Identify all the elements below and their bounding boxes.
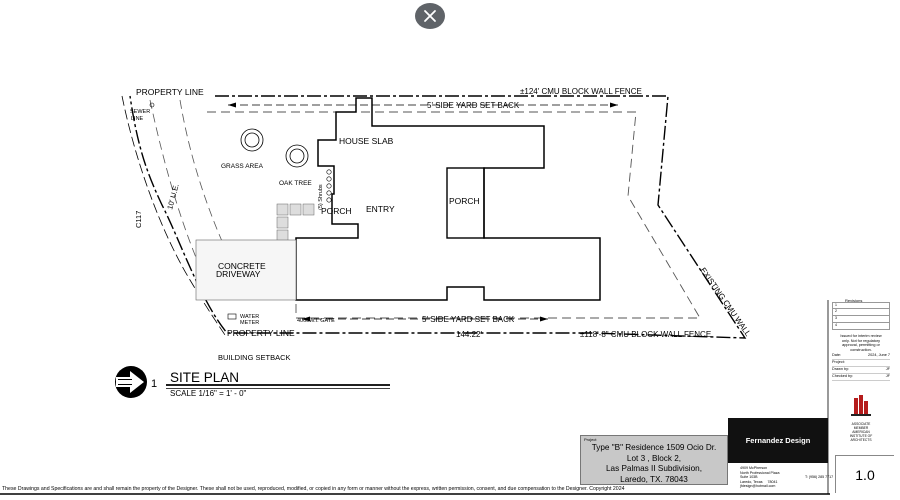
label-dimension-bottom: 144.22'	[456, 330, 482, 339]
revision-row: 4	[832, 323, 890, 330]
street-curve	[121, 95, 226, 336]
drawing-number: 1	[151, 378, 157, 390]
revision-row: 1	[832, 302, 890, 309]
drawing-title: SITE PLAN	[170, 370, 239, 385]
label-setback-top: 5' SIDE YARD SET BACK	[427, 101, 520, 110]
label-property-line-top: PROPERTY LINE	[136, 87, 204, 97]
property-line	[129, 95, 747, 339]
label-property-line-bottom: PROPERTY LINE	[227, 328, 295, 338]
concrete-driveway	[195, 239, 297, 301]
label-driveway-2: DRIVEWAY	[216, 269, 261, 279]
firm-name: Fernandez Design	[728, 418, 828, 463]
project-address: Type "B" Residence 1509 Ocio Dr. Lot 3 ,…	[591, 443, 717, 484]
aia-logo-icon	[849, 393, 873, 417]
close-icon	[424, 10, 436, 22]
label-porch-left: PORCH	[321, 206, 352, 216]
label-shrubs: (5) Shrubs	[318, 184, 324, 210]
meta-drawn: Drawn by:JF	[832, 367, 890, 374]
label-c117: C117	[134, 211, 143, 228]
label-sewer-2: LINE	[131, 116, 144, 122]
ue-line-2	[179, 99, 241, 281]
tree-icon	[240, 128, 264, 152]
label-entry: ENTRY	[366, 204, 395, 214]
label-porch-right: PORCH	[449, 196, 480, 206]
meta-project: Project:	[832, 360, 890, 367]
label-grass-area: GRASS AREA	[221, 163, 264, 170]
meta-date: Date:2024, June 7	[832, 353, 890, 360]
label-house-slab: HOUSE SLAB	[339, 136, 394, 146]
label-oak-tree: OAK TREE	[279, 180, 312, 187]
revision-row: 2	[832, 309, 890, 316]
setback-line	[207, 111, 701, 319]
label-building-setback: BUILDING SETBACK	[218, 353, 291, 362]
label-cmu-top: ±124' CMU BLOCK WALL FENCE	[520, 87, 642, 96]
copyright-footer: These Drawings and Specifications are an…	[2, 486, 625, 492]
oak-tree-icon	[285, 144, 309, 168]
sheet-number: 1.0	[835, 455, 894, 493]
label-water-meter-2: METER	[240, 320, 259, 326]
project-box: Project Type "B" Residence 1509 Ocio Dr.…	[580, 435, 728, 485]
north-arrow-icon	[115, 366, 147, 398]
label-water-meter-1: WATER	[240, 314, 259, 320]
project-label: Project	[584, 437, 597, 442]
label-driveway-1: CONCRETE	[218, 261, 266, 271]
porch-right-box	[446, 167, 485, 239]
revision-row: 3	[832, 316, 890, 323]
label-gate: 4060W.I. GATE	[297, 318, 335, 324]
label-existing-cmu-wall: EXISTING CMU WALL	[698, 266, 752, 338]
firm-phone: T: (956) 285 7717	[805, 475, 834, 479]
house-slab	[295, 97, 601, 301]
shrubs-icon	[326, 169, 332, 203]
water-meter-icon	[227, 313, 237, 320]
label-cmu-bottom: ±118'-8" CMU BLOCK WALL FENCE	[580, 330, 711, 339]
label-ue: 10' U.E.	[165, 183, 181, 211]
sewer-cleanout-icon	[149, 102, 155, 108]
label-sewer-1: SEWER	[130, 109, 150, 115]
revisions-title: Revisions	[845, 298, 863, 303]
close-button[interactable]	[415, 3, 445, 29]
drawing-scale: SCALE 1/16" = 1' - 0"	[170, 389, 247, 398]
pavers	[276, 203, 315, 242]
meta-checked: Checked by:JF	[832, 374, 890, 381]
label-setback-bottom: 5' SIDE YARD SET BACK	[422, 315, 515, 324]
